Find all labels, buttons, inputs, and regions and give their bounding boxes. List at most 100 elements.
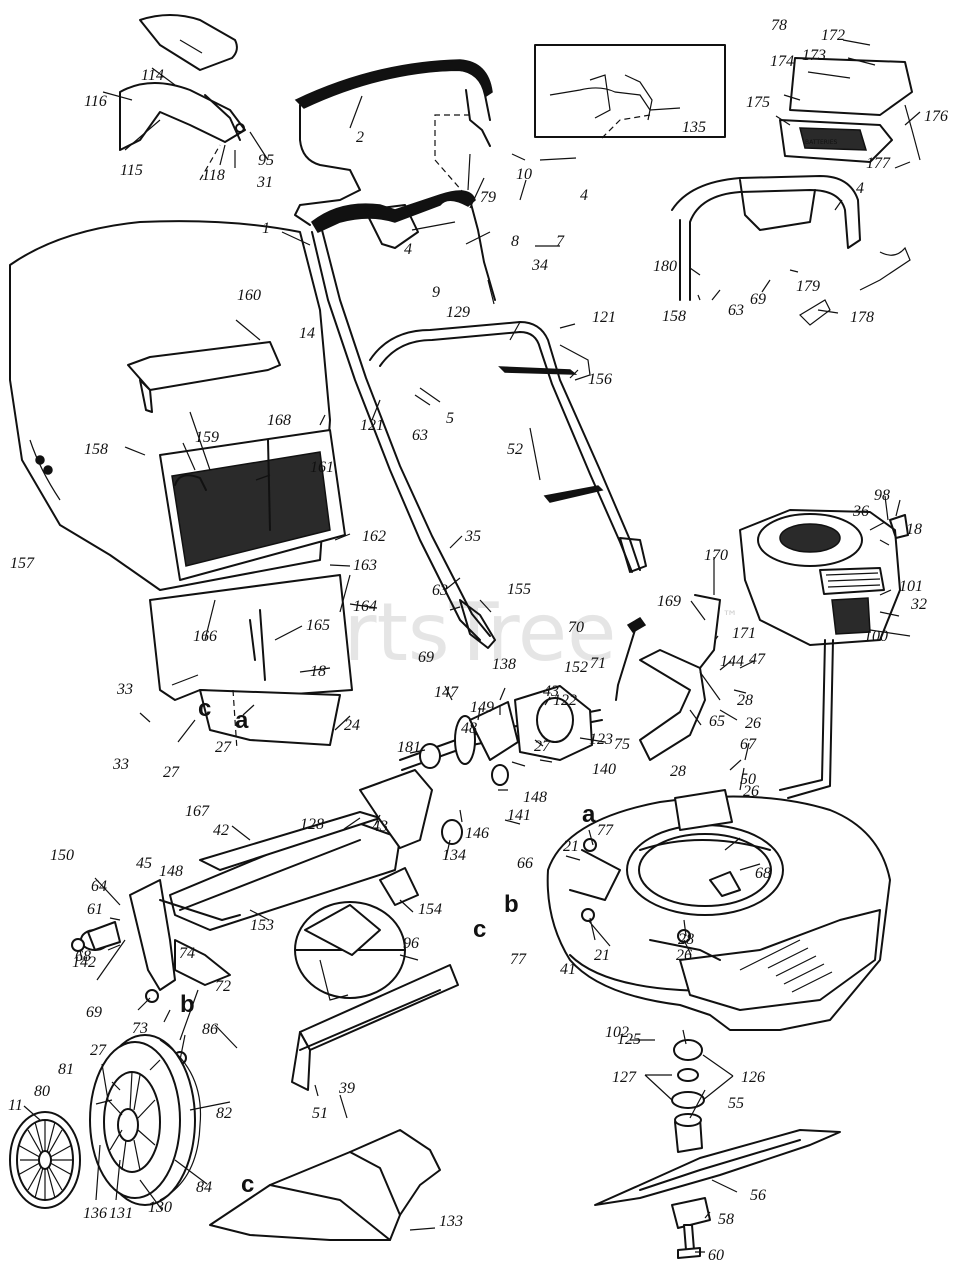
callout-147: 147 [434,684,459,701]
callout-28: 28 [737,692,753,709]
callout-69: 69 [86,1004,102,1021]
callout-11: 11 [8,1097,23,1114]
grip-assembly [119,14,246,151]
callout-71: 71 [590,655,606,672]
callout-26: 26 [743,783,759,800]
callout-39: 39 [338,1080,355,1097]
callout-26: 26 [745,715,761,732]
callout-68: 68 [75,948,91,965]
callout-43: 43 [543,683,559,700]
callout-41: 41 [560,961,576,978]
callout-63: 63 [728,302,744,319]
callout-161: 161 [310,459,334,476]
callout-47: 47 [749,651,766,668]
callout-56: 56 [750,1187,766,1204]
callout-149: 149 [470,699,494,716]
callout-177: 177 [866,155,891,172]
callout-136: 136 [83,1205,107,1222]
callout-21: 21 [563,838,579,855]
callout-135: 135 [682,119,706,136]
callout-5: 5 [446,410,454,427]
callout-80: 80 [34,1083,50,1100]
callout-100: 100 [864,628,888,645]
callout-167: 167 [185,803,210,820]
engine-cable [779,639,834,799]
callout-158: 158 [662,308,686,325]
side-bracket [71,879,241,1065]
blade-assembly [594,1039,841,1259]
callout-175: 175 [746,94,770,111]
callout-174: 174 [770,53,794,70]
callout-157: 157 [10,555,35,572]
transmission [294,901,406,1001]
callout-18: 18 [906,521,922,538]
inset-box: 135 [534,44,726,138]
callout-35: 35 [464,528,481,545]
callout-61: 61 [87,901,103,918]
callout-9: 9 [432,284,440,301]
callout-134: 134 [442,847,466,864]
engine [739,509,909,646]
watermark-trademark: ™ [722,607,738,626]
callout-42: 42 [213,822,229,839]
callout-96: 96 [403,935,419,952]
callout-128: 128 [300,816,324,833]
callout-155: 155 [507,581,531,598]
callout-21: 21 [594,947,610,964]
ref-letter-b: b [180,991,195,1018]
callout-180: 180 [653,258,677,275]
callout-178: 178 [850,309,874,326]
callout-176: 176 [924,108,948,125]
callout-1: 1 [262,220,270,237]
callout-4: 4 [580,187,588,204]
callout-160: 160 [237,287,261,304]
callout-130: 130 [148,1199,172,1216]
callout-63: 63 [412,427,428,444]
callout-4: 4 [856,180,864,197]
callout-166: 166 [193,628,217,645]
callout-142: 142 [72,954,96,971]
ref-letter-c: c [198,695,211,722]
callout-148: 148 [159,863,183,880]
callout-153: 153 [250,917,274,934]
callout-154: 154 [418,901,442,918]
rope-guide [498,344,604,503]
mulch-plate [209,1129,441,1241]
callout-140: 140 [592,761,616,778]
discharge-chute [149,574,353,746]
bag-frame [127,341,346,581]
callout-148: 148 [523,789,547,806]
callout-10: 10 [516,166,532,183]
callout-152: 152 [564,659,588,676]
leader-lines [23,39,921,1253]
callout-118: 118 [202,167,225,184]
callout-131: 131 [109,1205,133,1222]
callout-82: 82 [216,1105,232,1122]
rear-baffle [291,964,459,1091]
callout-173: 173 [802,47,826,64]
callout-129: 129 [446,304,470,321]
callout-73: 73 [132,1020,148,1037]
callout-65: 65 [709,713,725,730]
height-adjust-lever [615,594,721,761]
callout-163: 163 [353,557,377,574]
callout-51: 51 [312,1105,328,1122]
callout-68: 68 [755,865,771,882]
callout-101: 101 [899,578,923,595]
callout-31: 31 [256,174,273,191]
callout-116: 116 [84,93,107,110]
control-bar [311,190,496,301]
callout-98: 98 [874,487,890,504]
callout-172: 172 [821,27,845,44]
callout-181: 181 [397,739,421,756]
callout-146: 146 [465,825,489,842]
callout-55: 55 [728,1095,744,1112]
callout-63: 63 [432,582,448,599]
callout-150: 150 [50,847,74,864]
callout-45: 45 [136,855,152,872]
callout-28: 28 [678,931,694,948]
callout-50: 50 [740,771,756,788]
callout-115: 115 [120,162,143,179]
upper-handle [294,59,493,226]
callout-162: 162 [362,528,386,545]
